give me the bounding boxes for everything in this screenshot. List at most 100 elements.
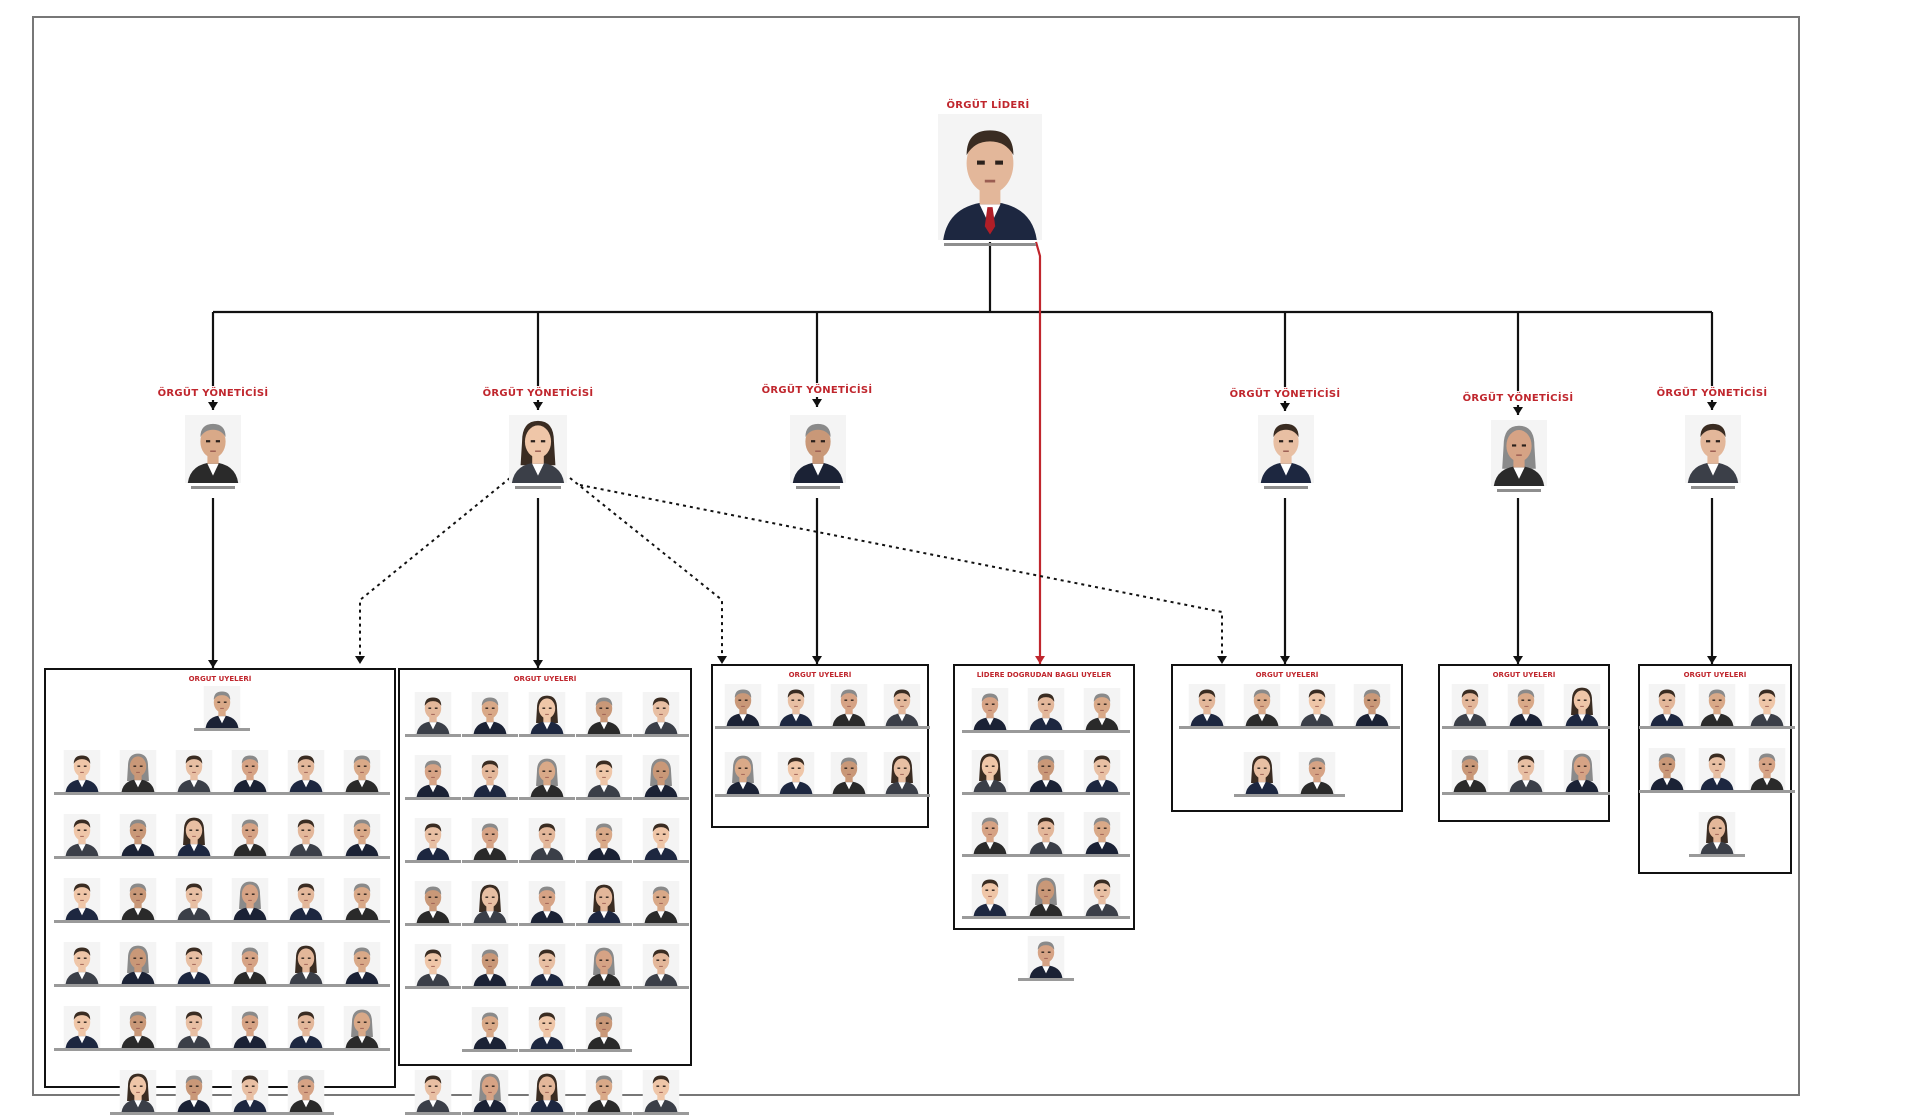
portrait-caption xyxy=(962,916,1018,919)
portrait-caption xyxy=(1554,792,1610,795)
portrait-caption xyxy=(166,1112,222,1115)
member-portrait xyxy=(576,944,632,989)
portrait-caption xyxy=(110,920,166,923)
portrait-caption xyxy=(334,856,390,859)
member-portrait xyxy=(194,686,250,731)
member-portrait xyxy=(278,1006,334,1051)
portrait-caption xyxy=(462,1112,518,1115)
manager-portrait-1 xyxy=(185,415,241,489)
portrait-caption xyxy=(1689,790,1745,793)
leader-portrait xyxy=(938,114,1042,246)
portrait-caption xyxy=(222,1048,278,1051)
member-portrait xyxy=(334,750,390,795)
manager-portrait-5 xyxy=(1491,420,1547,492)
member-portrait xyxy=(633,755,689,800)
member-portrait xyxy=(1689,812,1745,857)
member-portrait xyxy=(222,942,278,987)
member-portrait xyxy=(962,812,1018,857)
portrait-caption xyxy=(519,986,575,989)
portrait-caption xyxy=(576,986,632,989)
member-portrait xyxy=(110,1070,166,1115)
member-portrait xyxy=(820,752,877,797)
manager-title-3: ÖRGÜT YÖNETİCİSİ xyxy=(761,385,873,396)
portrait-caption xyxy=(519,734,575,737)
portrait-caption xyxy=(767,794,824,797)
member-portrait xyxy=(222,878,278,923)
member-portrait xyxy=(519,944,575,989)
member-portrait xyxy=(405,944,461,989)
manager-title-4: ÖRGÜT YÖNETİCİSİ xyxy=(1229,389,1341,400)
member-group-4: LİDERE DOĞRUDAN BAĞLI ÜYELER xyxy=(953,664,1135,981)
portrait-caption xyxy=(633,734,689,737)
portrait-caption xyxy=(1498,792,1554,795)
portrait-caption xyxy=(576,860,632,863)
member-portrait xyxy=(962,750,1018,795)
portrait-caption xyxy=(110,856,166,859)
portrait-caption xyxy=(1691,486,1735,489)
portrait-caption xyxy=(576,923,632,926)
portrait-caption xyxy=(54,1048,110,1051)
portrait-caption xyxy=(633,1112,689,1115)
member-portrait xyxy=(278,814,334,859)
portrait-caption xyxy=(278,856,334,859)
portrait-caption xyxy=(1639,790,1695,793)
portrait-caption xyxy=(1689,726,1745,729)
portrait-caption xyxy=(1689,854,1745,857)
member-portrait xyxy=(54,878,110,923)
member-portrait xyxy=(633,692,689,737)
manager-portrait-2 xyxy=(509,415,567,489)
member-portrait xyxy=(633,944,689,989)
member-portrait xyxy=(1442,750,1498,795)
portrait-caption xyxy=(767,726,824,729)
portrait-caption xyxy=(222,792,278,795)
portrait-caption xyxy=(633,797,689,800)
member-portrait xyxy=(462,1070,518,1115)
member-portrait xyxy=(576,755,632,800)
portrait-caption xyxy=(1442,792,1498,795)
member-portrait xyxy=(1689,684,1745,729)
member-portrait xyxy=(1018,936,1074,981)
portrait-caption xyxy=(1442,726,1498,729)
portrait-caption xyxy=(166,984,222,987)
portrait-caption xyxy=(405,1112,461,1115)
leader-title: ÖRGÜT LİDERİ xyxy=(946,100,1030,111)
portrait-caption xyxy=(1288,794,1345,797)
member-portrait xyxy=(462,881,518,926)
member-portrait xyxy=(714,684,771,729)
portrait-caption xyxy=(633,986,689,989)
portrait-caption xyxy=(820,726,877,729)
member-portrait xyxy=(519,692,575,737)
member-portrait xyxy=(166,1006,222,1051)
portrait-caption xyxy=(278,1112,334,1115)
portrait-caption xyxy=(334,1048,390,1051)
member-group-5: ÖRGÜT ÜYELERİ xyxy=(1171,664,1403,812)
member-portrait xyxy=(278,1070,334,1115)
member-portrait xyxy=(1498,684,1554,729)
portrait-caption xyxy=(576,1049,632,1052)
member-portrait xyxy=(1343,684,1400,729)
portrait-caption xyxy=(191,486,235,489)
member-portrait xyxy=(110,942,166,987)
portrait-caption xyxy=(334,984,390,987)
manager-title-1: ÖRGÜT YÖNETİCİSİ xyxy=(157,388,269,399)
manager-portrait-6 xyxy=(1685,415,1741,489)
member-portrait xyxy=(222,814,278,859)
member-group-3: ÖRGÜT ÜYELERİ xyxy=(711,664,930,828)
member-portrait xyxy=(1018,750,1074,795)
member-portrait xyxy=(278,750,334,795)
portrait-caption xyxy=(1264,486,1308,489)
portrait-caption xyxy=(1018,792,1074,795)
member-portrait xyxy=(1074,750,1130,795)
member-portrait xyxy=(1288,752,1345,797)
portrait-caption xyxy=(166,792,222,795)
portrait-caption xyxy=(405,986,461,989)
portrait-caption xyxy=(462,860,518,863)
member-portrait xyxy=(334,814,390,859)
member-portrait xyxy=(166,814,222,859)
member-portrait xyxy=(1178,684,1235,729)
member-portrait xyxy=(405,755,461,800)
portrait-caption xyxy=(796,486,840,489)
portrait-caption xyxy=(166,920,222,923)
portrait-caption xyxy=(166,856,222,859)
portrait-caption xyxy=(222,984,278,987)
